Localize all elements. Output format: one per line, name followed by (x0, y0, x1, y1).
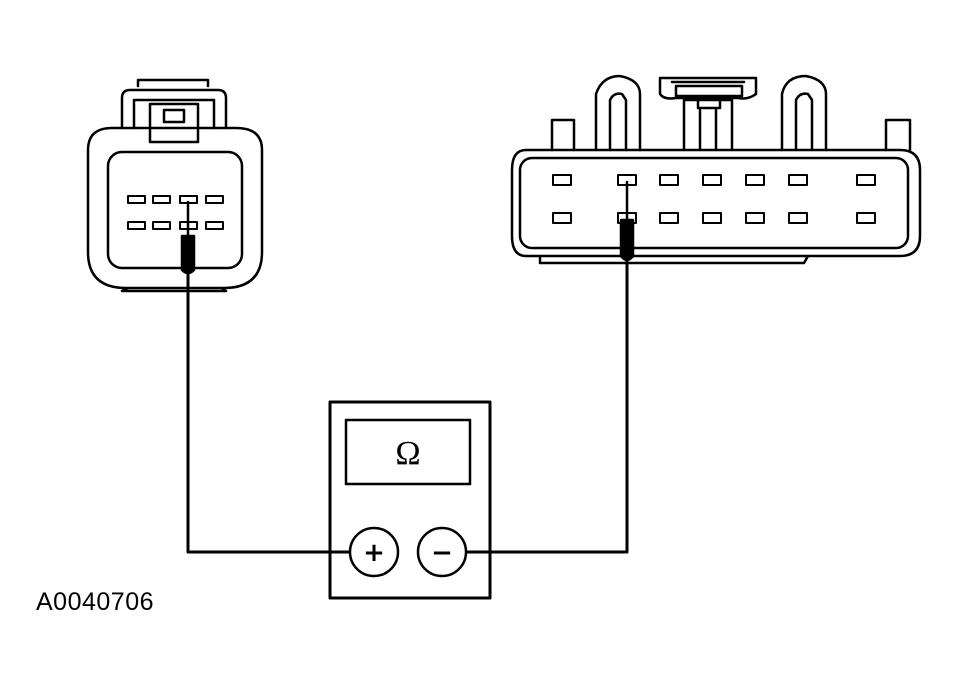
negative-test-lead (464, 258, 629, 554)
ohm-symbol: Ω (395, 435, 420, 472)
ohmmeter-body (328, 400, 492, 600)
right-test-probe (619, 180, 635, 262)
right-connector-face (518, 156, 910, 250)
plus-icon: + (363, 538, 385, 568)
negative-terminal: − (416, 526, 468, 578)
minus-icon: − (431, 538, 453, 568)
ohmmeter-display (344, 418, 472, 486)
figure-reference-id: A0040706 (36, 588, 155, 616)
right-connector-latch (658, 76, 758, 100)
positive-terminal: + (348, 526, 400, 578)
left-connector-latch (136, 78, 210, 88)
positive-test-lead (186, 270, 352, 554)
ohmmeter: Ω + − (328, 400, 492, 600)
left-connector (86, 78, 264, 293)
left-connector-pins (127, 195, 224, 230)
left-test-probe (180, 200, 196, 275)
right-connector-body (510, 148, 922, 258)
left-connector-face (106, 150, 244, 270)
right-connector-pins (552, 174, 876, 224)
right-connector (510, 74, 922, 265)
